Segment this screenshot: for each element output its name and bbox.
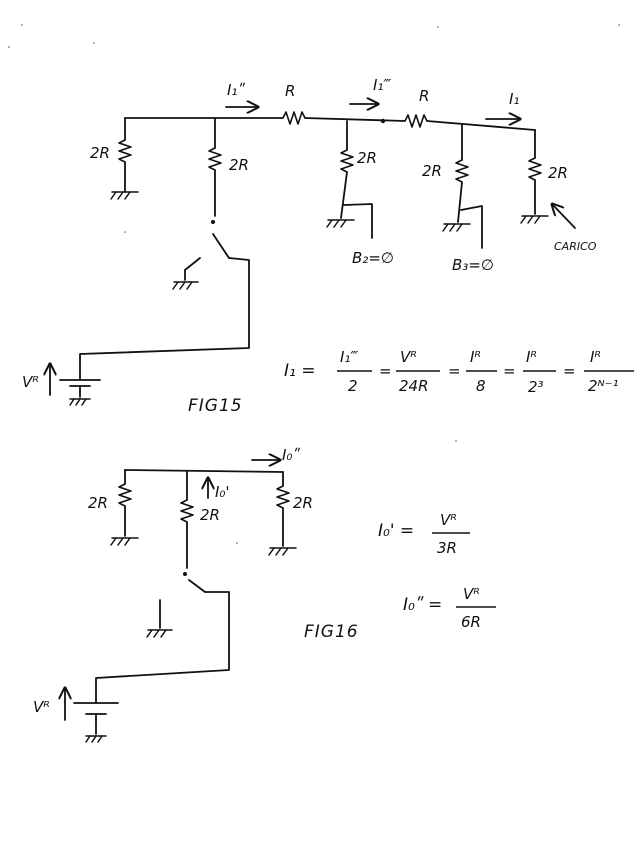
fig15-switch-b3-label: B₃=∅ — [452, 256, 494, 274]
fig15-branch-resistor-1 — [208, 147, 222, 171]
fig15-equation: I₁ = I₁‴ 2 = Vᴿ 24R = Iᴿ 8 = Iᴿ 2³ = Iᴿ … — [284, 348, 634, 396]
fig15-eq-t4-num: Iᴿ — [526, 348, 537, 366]
fig16-switch-blade — [188, 579, 206, 593]
fig15-eq-lhs: I₁ = — [284, 361, 315, 381]
fig15-switch-b2-blade — [343, 203, 373, 239]
fig15-eq-t5-den: 2ᴺ⁻¹ — [588, 377, 619, 395]
fig15-ground-5 — [520, 215, 549, 224]
fig15-node-dot — [380, 118, 386, 124]
fig15-eq-t3-den: 8 — [476, 377, 486, 395]
fig15-circuit — [50, 104, 576, 406]
fig15-caption: FIG15 — [188, 396, 243, 416]
fig16-2r-label-right: 2R — [293, 494, 313, 512]
fig15-2r-label-load: 2R — [548, 164, 568, 182]
fig15-source-label: Vᴿ — [22, 373, 39, 391]
fig15-ground-2 — [172, 281, 199, 290]
fig15-ground-1 — [110, 191, 139, 200]
fig15-eq-t3-num: Iᴿ — [470, 348, 481, 366]
fig16-circuit — [65, 460, 297, 743]
fig15-eq-sep-2: = — [448, 362, 461, 380]
fig15-2r-label-left: 2R — [90, 144, 110, 162]
fig16-ground-1 — [110, 537, 139, 546]
fig15-eq-t1-den: 2 — [348, 377, 358, 395]
fig16-eq1-lhs: I₀' = — [378, 521, 414, 541]
fig16-top-wire — [124, 469, 284, 473]
fig15-eq-sep-3: = — [503, 362, 516, 380]
fig16-load-resistor — [276, 485, 290, 509]
fig15-branch-resistor-3 — [455, 159, 469, 183]
fig15-eq-t1-num: I₁‴ — [340, 348, 358, 366]
fig15-branch-resistor-2 — [340, 149, 354, 173]
fig15-load-label: CARICO — [554, 240, 597, 253]
fig15-switch-b2-label: B₂=∅ — [352, 249, 394, 267]
fig15-current-label-3: I₁ — [509, 90, 519, 108]
fig16-ground-source — [85, 735, 107, 743]
fig16-eq2-lhs: I₀ʺ = — [403, 595, 442, 615]
fig16-current-label-out: I₀ʺ — [282, 446, 300, 464]
fig16-caption: FIG16 — [304, 622, 359, 642]
fig15-current-label-1: I₁ʺ — [227, 81, 245, 99]
fig15-series-resistor-1 — [282, 111, 306, 125]
fig15-eq-t2-den: 24R — [399, 377, 429, 395]
fig15-eq-t4-den: 2³ — [528, 378, 544, 396]
fig16-2r-label-branch: 2R — [200, 506, 220, 524]
paper-specks — [8, 24, 620, 544]
fig15-ground-4 — [442, 223, 471, 232]
fig15-load-resistor — [528, 157, 542, 181]
fig15-eq-t5-num: Iᴿ — [590, 348, 601, 366]
fig16-shunt-resistor-left — [118, 483, 132, 507]
fig15-2r-label-branch2: 2R — [357, 149, 377, 167]
fig15-current-label-2: I₁‴ — [373, 76, 391, 94]
fig16-ground-3 — [268, 547, 297, 556]
fig15-eq-t2-num: Vᴿ — [400, 348, 417, 366]
fig16-branch-resistor — [180, 499, 194, 523]
fig16-eq2-num: Vᴿ — [463, 585, 480, 603]
fig15-load-arrow — [552, 204, 576, 229]
fig15-right-wire — [426, 120, 536, 131]
fig15-ground-source — [69, 398, 91, 406]
fig15-2r-label-branch3: 2R — [422, 162, 442, 180]
fig15-2r-label-branch1: 2R — [229, 156, 249, 174]
fig16-eq1-num: Vᴿ — [440, 511, 457, 529]
fig15-switch-b3-blade — [460, 205, 483, 249]
fig15-series-resistor-2 — [404, 114, 428, 128]
fig15-switch-1-ground-leg — [184, 257, 201, 281]
fig15-eq-sep-4: = — [563, 362, 576, 380]
fig16-source-label: Vᴿ — [33, 698, 50, 716]
fig16-eq1-den: 3R — [437, 539, 457, 557]
fig16-eq2-den: 6R — [461, 613, 481, 631]
fig16-2r-label-left: 2R — [88, 494, 108, 512]
fig16-ground-2 — [146, 629, 173, 638]
fig15-shunt-resistor-left — [118, 139, 132, 163]
fig15-ground-3 — [326, 219, 355, 228]
fig15-mid-wire — [304, 117, 406, 122]
fig15-eq-sep-1: = — [379, 362, 392, 380]
fig15-r-label-2: R — [419, 87, 429, 105]
fig16-current-label-branch: I₀' — [215, 483, 230, 501]
fig15-switch-1-blade — [212, 233, 230, 259]
fig15-r-label-1: R — [285, 82, 295, 100]
fig16-equations: I₀' = Vᴿ 3R I₀ʺ = Vᴿ 6R — [378, 511, 496, 631]
